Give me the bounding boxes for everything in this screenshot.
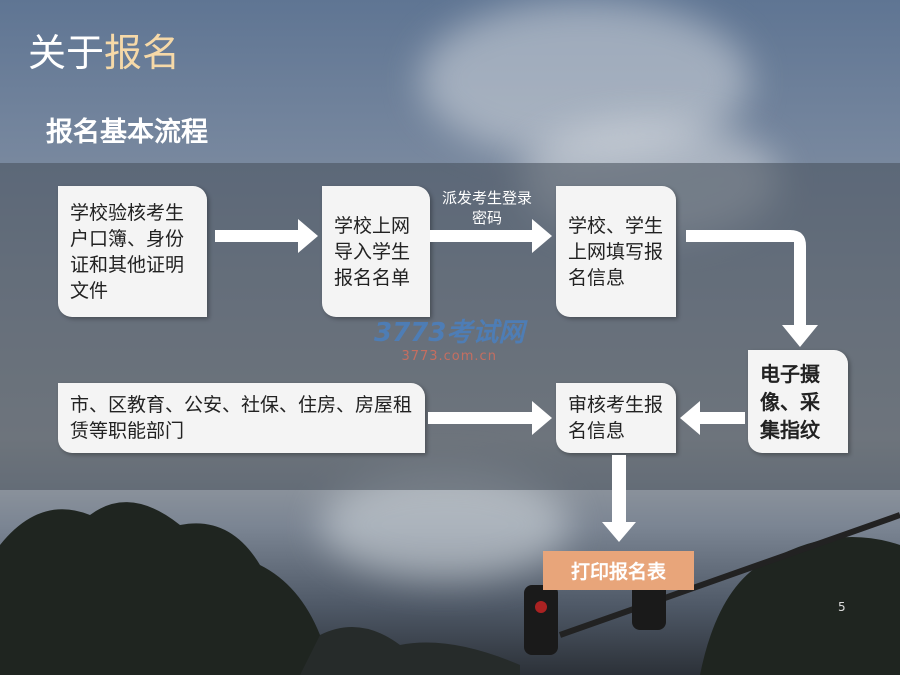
step-verify-documents: 学校验核考生户口簿、身份证和其他证明文件 (58, 186, 207, 317)
page-number: 5 (838, 600, 846, 614)
slide-title: 关于报名 (28, 22, 180, 77)
watermark-logo: 3773考试网 (374, 318, 525, 348)
arrow-right-icon (215, 219, 318, 253)
arrow-right-icon (428, 401, 552, 435)
slide-subtitle: 报名基本流程 (46, 117, 208, 148)
watermark: 3773考试网 3773.com.cn (374, 312, 524, 364)
cloud (420, 0, 750, 160)
step-fill-info: 学校、学生上网填写报名信息 (556, 186, 676, 317)
step-photo-fingerprint: 电子摄像、采集指纹 (748, 350, 848, 453)
step-review: 审核考生报名信息 (556, 383, 676, 453)
step-departments: 市、区教育、公安、社保、住房、房屋租赁等职能部门 (58, 383, 425, 453)
step-print-form: 打印报名表 (543, 551, 694, 590)
title-part1: 关于 (28, 31, 105, 75)
arrow-right-icon (430, 219, 552, 253)
trees-silhouette (0, 502, 900, 675)
arrow-label: 派发考生登录密码 (441, 189, 532, 227)
arrow-bend-down-icon (686, 230, 818, 347)
arrow-down-icon (602, 455, 636, 542)
title-part2: 报名 (104, 31, 181, 75)
arrow-left-icon (680, 401, 745, 435)
watermark-url: 3773.com.cn (401, 349, 497, 364)
step-import-names: 学校上网导入学生报名名单 (322, 186, 430, 317)
